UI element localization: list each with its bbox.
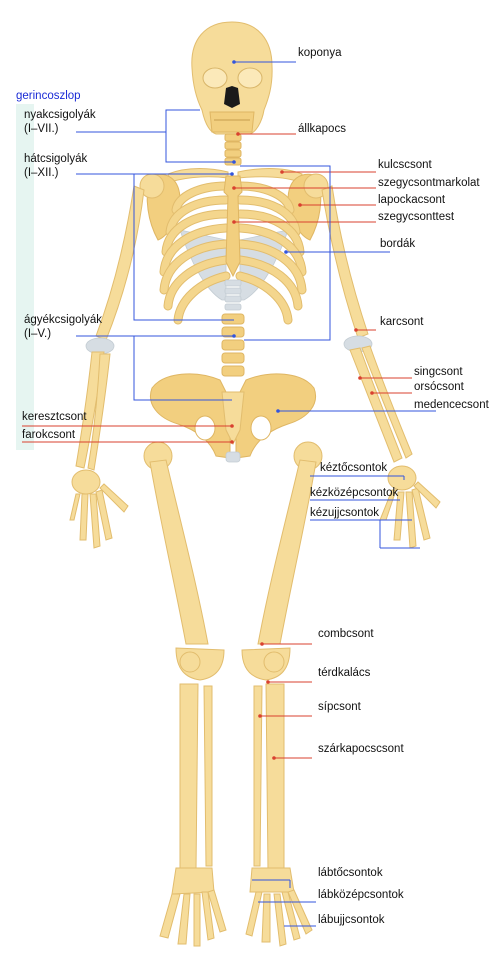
- skull: [191, 21, 273, 135]
- cervical-vertebrae: [224, 133, 242, 166]
- right-clavicle: [237, 168, 303, 183]
- label-nyakcsigolyak: nyakcsigolyák (I–VII.): [24, 109, 96, 135]
- left-leg: [143, 441, 227, 947]
- label-szarkapocscsont: szárkapocscsont: [318, 743, 404, 755]
- label-medencecsont: medencecsont: [414, 399, 489, 411]
- label-combcsont: combcsont: [318, 628, 374, 640]
- label-farokcsont: farokcsont: [22, 429, 76, 441]
- label-labtocsontok: lábtőcsontok: [318, 867, 383, 879]
- left-clavicle: [167, 168, 229, 183]
- left-arm: [69, 185, 145, 549]
- label-allkapocs: állkapocs: [298, 123, 346, 135]
- label-karcsont: karcsont: [380, 316, 424, 328]
- spine-group-title: gerincoszlop: [16, 90, 81, 102]
- rib-cage: [159, 175, 307, 325]
- label-szegycsonttest: szegycsonttest: [378, 211, 455, 223]
- right-leg: [241, 441, 323, 947]
- leader-lines: [22, 60, 436, 927]
- label-hatcsigolyak: hátcsigolyák (I–XII.): [24, 153, 88, 179]
- sternum: [223, 175, 243, 278]
- label-singcsont: singcsont: [414, 366, 463, 378]
- label-kezkozepcsontok: kézközépcsontok: [310, 487, 399, 499]
- label-labujjcsontok: lábujjcsontok: [318, 914, 385, 926]
- label-agyekcsigolyak: ágyékcsigolyák (I–V.): [24, 314, 102, 340]
- sacrum: [221, 391, 245, 446]
- label-kulcscsont: kulcscsont: [378, 159, 432, 171]
- label-bordak: bordák: [380, 238, 416, 250]
- label-orsocsont: orsócsont: [414, 381, 464, 393]
- vertebral-column: [221, 279, 245, 377]
- label-labkozepcsontok: lábközépcsontok: [318, 889, 404, 901]
- label-keztocsontok: kéztőcsontok: [320, 462, 388, 474]
- label-kezujjcsontok: kézujjcsontok: [310, 507, 380, 519]
- spine-group-bar: [16, 104, 34, 450]
- pelvis: [150, 373, 316, 463]
- label-koponya: koponya: [298, 47, 342, 59]
- label-terdkalacs: térdkalács: [318, 667, 371, 679]
- label-sipcsont: sípcsont: [318, 701, 361, 713]
- label-szegycsontmarkolat: szegycsontmarkolat: [378, 177, 480, 189]
- label-keresztcsont: keresztcsont: [22, 411, 87, 423]
- label-lapockacsont: lapockacsont: [378, 194, 446, 206]
